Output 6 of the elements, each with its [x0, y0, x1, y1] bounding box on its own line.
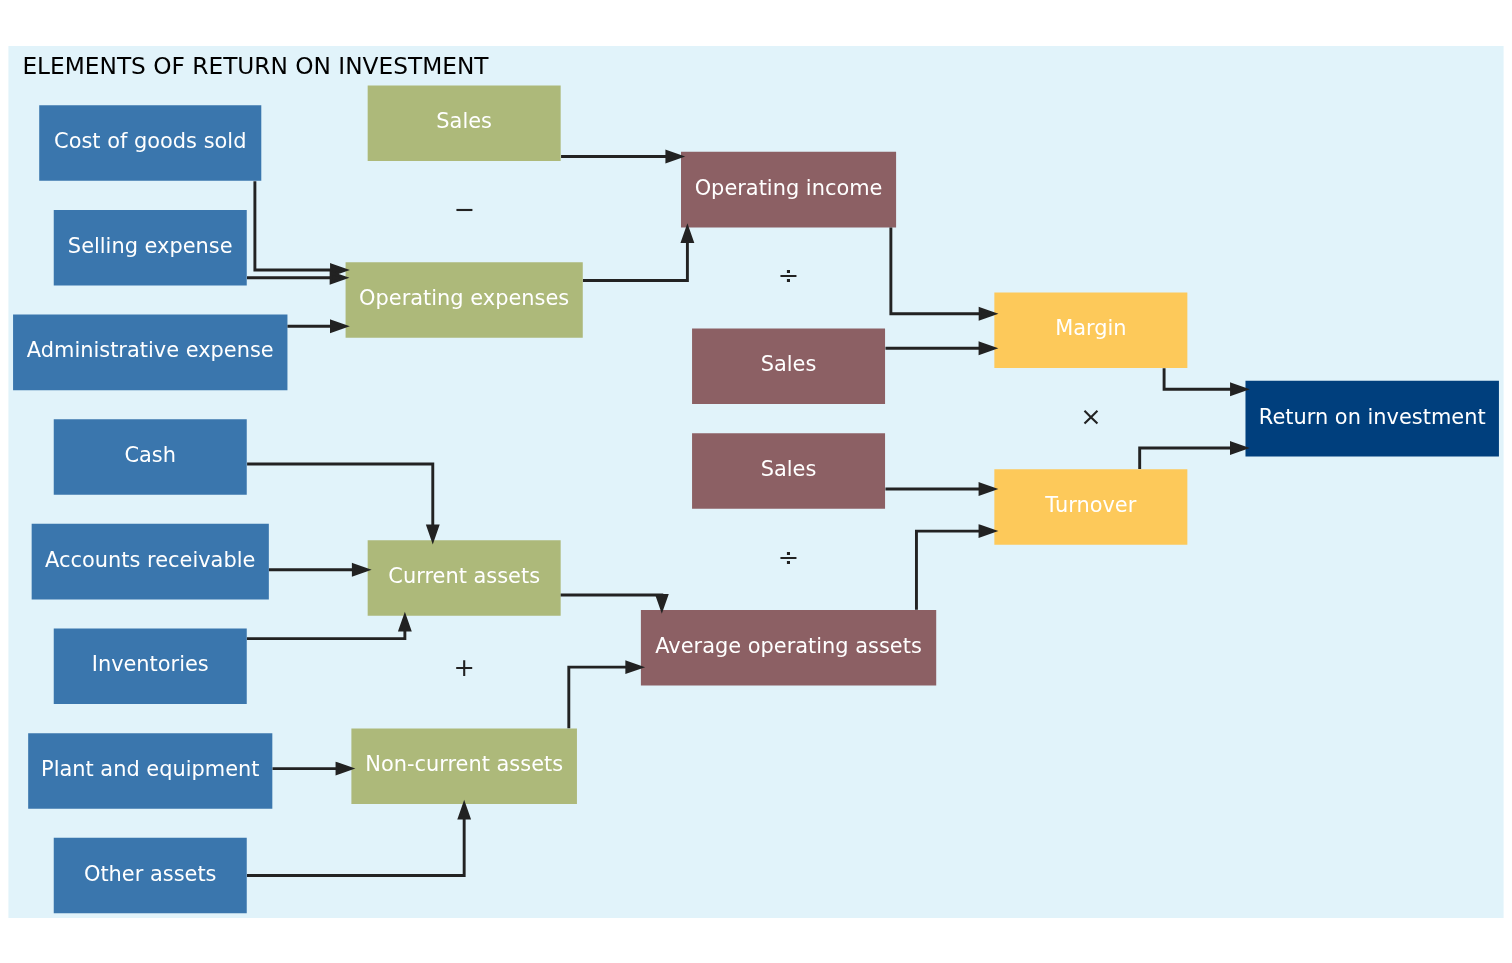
- label: ×: [1080, 400, 1102, 431]
- diagram-title: ELEMENTS OF RETURN ON INVESTMENT: [22, 51, 489, 79]
- label: +: [453, 651, 475, 682]
- label: ÷: [777, 541, 800, 572]
- label: −: [453, 193, 475, 224]
- label: ÷: [777, 259, 800, 290]
